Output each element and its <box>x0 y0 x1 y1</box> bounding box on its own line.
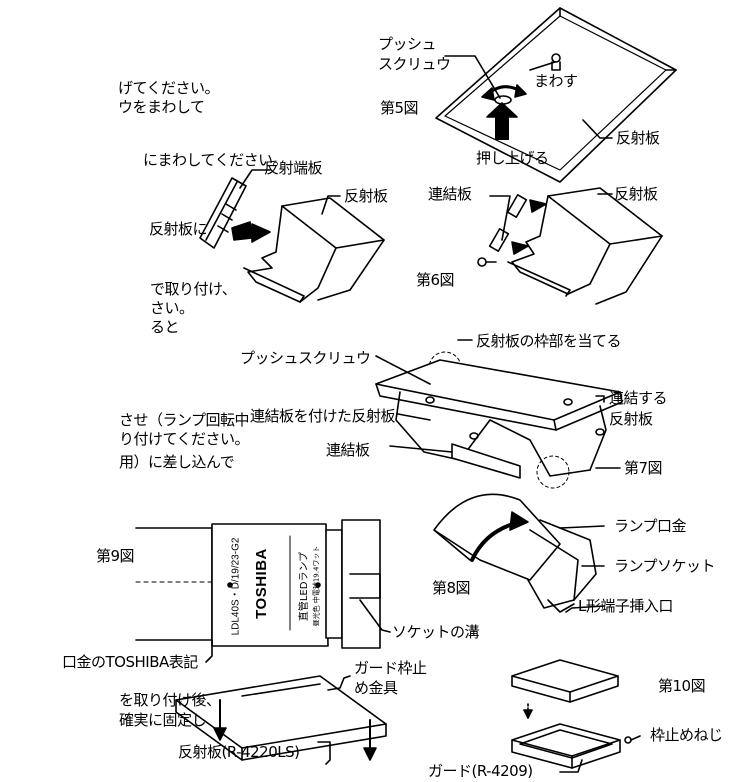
fig9-socket-groove-label: ソケットの溝 <box>392 623 480 641</box>
fig7-drawing <box>375 339 623 489</box>
body-text-line-5: で取り付け、 <box>150 280 237 298</box>
body-text-line-2: ウをまわして <box>118 98 205 116</box>
fig6-right-drawing <box>477 187 663 305</box>
fig9-spec-text: 昼光色 中電球19.4ワット <box>312 545 320 627</box>
body-text-line-4: 反射板に <box>149 220 208 238</box>
fig10-right-drawing <box>511 659 641 773</box>
fig7-title: 第7図 <box>624 459 663 477</box>
fig10-guard-stopper-label-2: め金具 <box>354 679 398 697</box>
fig6-coupling-plate-label: 連結板 <box>428 185 472 203</box>
fig8-drawing <box>433 493 605 613</box>
fig8-title: 第8図 <box>432 579 471 597</box>
fig5-push-up-label: 押し上げる <box>476 149 549 167</box>
body-text-line-3: にまわしてください。 <box>143 151 288 169</box>
fig9-lamp-label: TOSHIBA <box>248 538 274 628</box>
fig9-spec-box: 昼光色 中電球19.4ワット <box>310 528 322 644</box>
fig10-title: 第10図 <box>658 677 706 695</box>
fig6-title: 第6図 <box>416 271 455 289</box>
body-text-line-10: 用）に差し込んで <box>119 453 235 471</box>
fig7-coupling-plate-label: 連結板 <box>326 441 370 459</box>
fig5-push-screw-label-2: スクリュウ <box>378 55 451 73</box>
fig7-connected-reflector-label-2: 反射板 <box>609 410 653 428</box>
fig10-frame-screw-label: 枠止めねじ <box>650 726 723 744</box>
fig9-drawing <box>135 519 391 663</box>
fig10-reflector-model-label: 反射板(R-4220LS) <box>178 743 300 761</box>
body-text-line-8: させ（ランプ回転中 <box>119 411 250 429</box>
body-text-line-7: ると <box>150 318 180 336</box>
fig6-end-plate-label: 反射端板 <box>264 159 323 177</box>
fig6-reflector-left-label: 反射板 <box>344 187 388 205</box>
fig10-guard-stopper-label-1: ガード枠止 <box>354 659 427 677</box>
fig9-product-box: 直管LEDランプ <box>296 528 311 644</box>
fig8-lamp-socket-label: ランプソケット <box>614 557 716 575</box>
fig10-left-drawing <box>175 675 387 765</box>
body-text-line-11: を取り付け後、 <box>119 691 221 709</box>
fig8-l-terminal-label: L形端子挿入口 <box>578 597 673 615</box>
fig9-model-box: LDL40S・D/19/23-G2 <box>226 528 242 644</box>
body-text-line-9: り付けてください。 <box>119 430 250 448</box>
body-text-line-1: げてください。 <box>118 79 220 97</box>
fig5-push-screw-label-1: プッシュ <box>378 35 437 53</box>
fig9-title: 第9図 <box>96 547 135 565</box>
body-text-line-12: 確実に固定し <box>119 711 207 729</box>
fig6-reflector-right-label: 反射板 <box>614 185 658 203</box>
fig7-frame-contact-label: 反射板の枠部を当てる <box>476 332 622 350</box>
fig7-connected-reflector-label-1: 連結する <box>609 389 668 407</box>
fig7-push-screw-label: プッシュスクリュウ <box>240 349 371 367</box>
fig9-product-text: 直管LEDランプ <box>299 551 311 621</box>
fig5-title: 第5図 <box>380 99 419 117</box>
body-text-line-6: さい。 <box>150 299 194 317</box>
fig9-brand-text: TOSHIBA <box>252 547 270 619</box>
fig8-lamp-cap-label: ランプ口金 <box>614 517 687 535</box>
fig5-drawing <box>435 7 677 183</box>
fig10-guard-model-label: ガード(R-4209) <box>428 762 533 780</box>
fig9-model-text: LDL40S・D/19/23-G2 <box>230 537 242 635</box>
fig5-rotate-label: まわす <box>534 72 578 90</box>
fig7-reflector-with-plate-label: 連結板を付けた反射板 <box>250 407 396 425</box>
fig5-reflector-label: 反射板 <box>616 129 660 147</box>
fig6-left-drawing <box>199 169 385 303</box>
fig9-cap-marking-label: 口金のTOSHIBA表記 <box>62 653 198 671</box>
